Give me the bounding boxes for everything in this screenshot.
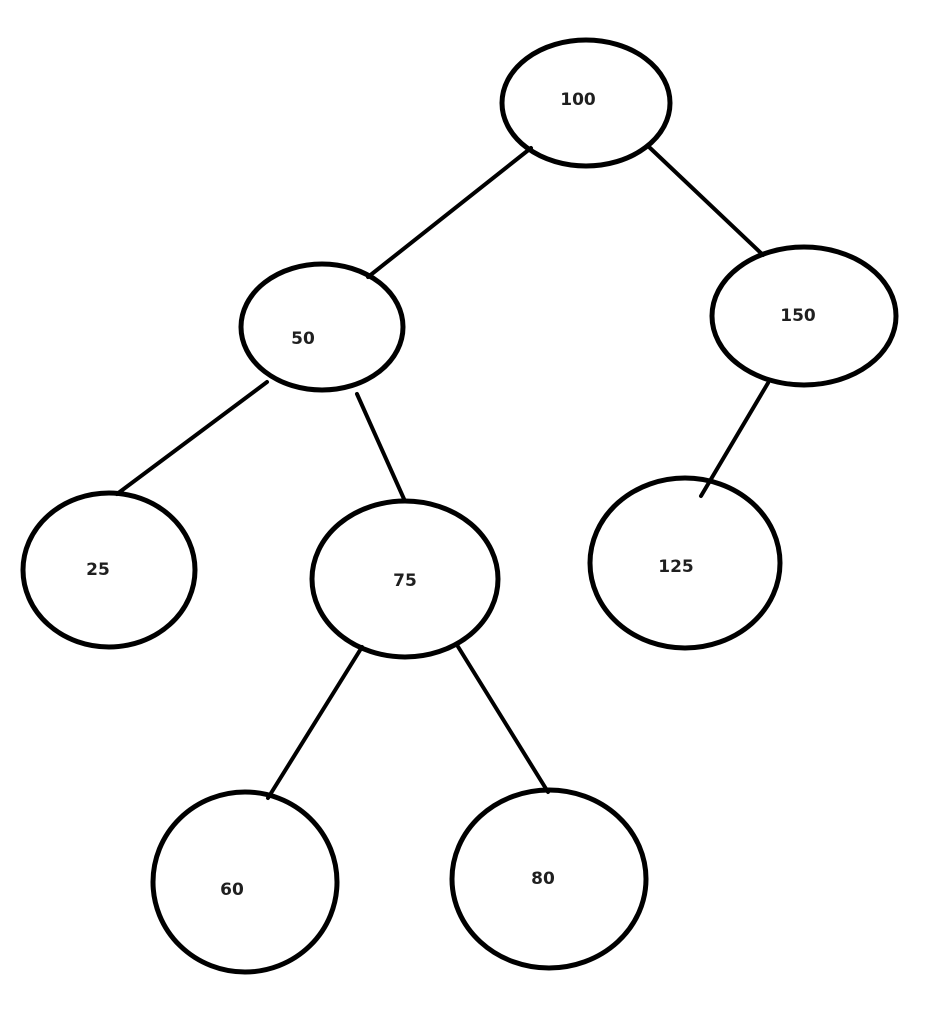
tree-node-150 [709,244,899,388]
tree-node-25 [20,490,198,650]
tree-edge-50-75 [355,392,406,501]
tree-edge-100-150 [646,144,765,257]
tree-edge-100-50 [366,146,533,279]
tree-node-125 [587,475,783,651]
tree-edge-150-125 [699,381,770,498]
tree-node-60 [150,789,340,975]
tree-node-label-75: 75 [393,571,417,591]
tree-node-label-125: 125 [658,557,694,577]
tree-edge-50-25 [115,380,269,496]
tree-node-label-50: 50 [291,329,315,349]
tree-node-100 [499,37,673,169]
tree-node-label-25: 25 [86,560,110,580]
tree-node-label-150: 150 [780,306,816,326]
tree-node-50 [238,261,406,393]
tree-edge-75-60 [266,645,364,800]
tree-node-label-80: 80 [531,869,555,889]
tree-edge-75-80 [455,643,550,794]
tree-node-label-60: 60 [220,880,244,900]
tree-node-label-100: 100 [560,90,596,110]
tree-node-75 [309,498,501,660]
